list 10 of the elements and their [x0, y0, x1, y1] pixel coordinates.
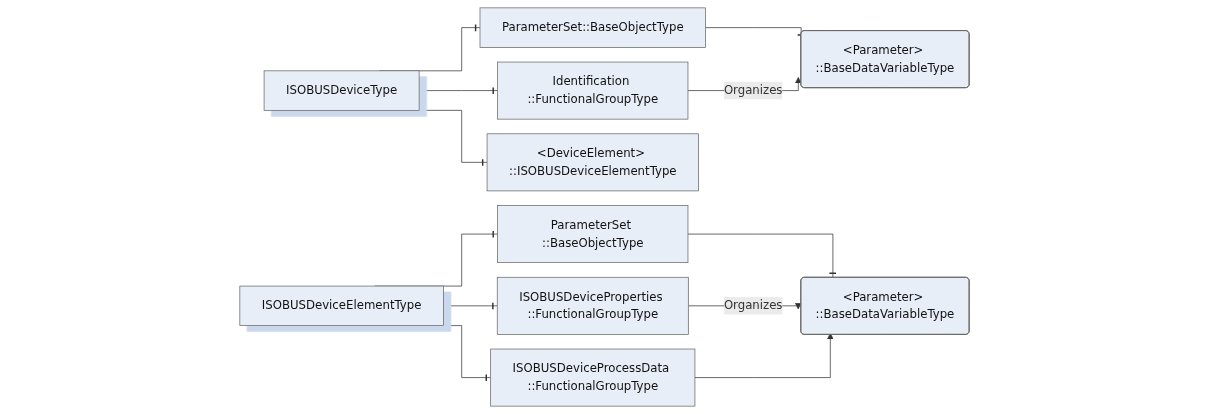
node-box: ParameterSet::BaseObjectType [479, 7, 706, 48]
node-box: ISOBUSDeviceElementType [239, 285, 444, 326]
edge-label: Organizes [723, 298, 783, 313]
node-box: ISOBUSDeviceType [263, 70, 420, 111]
node-box: ISOBUSDeviceProcessData ::FunctionalGroupType [490, 348, 696, 407]
node-box: Identification ::FunctionalGroupType [497, 61, 689, 120]
node-box: ParameterSet ::BaseObjectType [497, 205, 689, 263]
node-box: <DeviceElement> ::ISOBUSDeviceElementType [486, 133, 699, 192]
edge-label: Organizes [723, 83, 783, 98]
node-box: ISOBUSDeviceProperties ::FunctionalGroupType [496, 276, 689, 335]
